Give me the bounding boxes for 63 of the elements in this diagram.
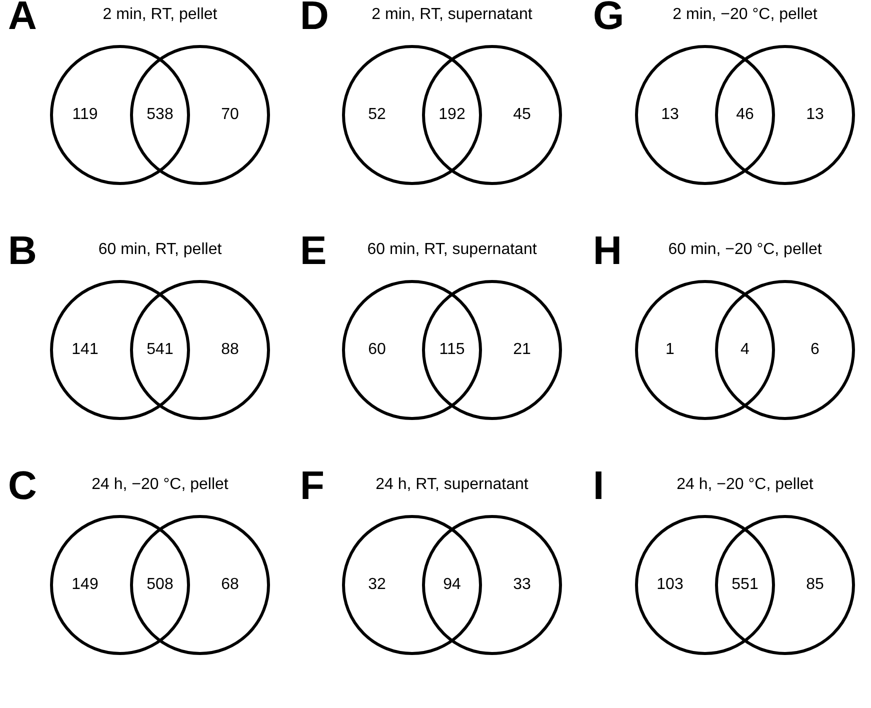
panel-letter: H	[593, 231, 622, 271]
venn-circle	[342, 515, 482, 655]
venn-circle	[50, 45, 190, 185]
overlap-count: 508	[146, 576, 174, 594]
count-value: 32	[368, 576, 386, 594]
count-value: 68	[221, 576, 239, 594]
panel-title: 2 min, RT, pellet	[102, 6, 218, 24]
panel-title: 24 h, RT, supernatant	[376, 476, 528, 494]
venn-circle	[342, 45, 482, 185]
count-value: 85	[806, 576, 824, 594]
panel-letter: E	[300, 231, 327, 271]
count-value: 141	[72, 341, 98, 359]
count-value: 33	[513, 576, 531, 594]
overlap-count: 192	[438, 106, 466, 124]
overlap-count: 4	[740, 341, 750, 359]
panel-letter: B	[8, 231, 37, 271]
overlap-count: 94	[443, 576, 461, 594]
overlap-count: 46	[736, 106, 754, 124]
panel-letter: G	[593, 0, 624, 36]
venn-circle	[130, 45, 270, 185]
count-value: 13	[806, 106, 824, 124]
panel-letter: I	[593, 466, 604, 506]
panel-title: 24 h, −20 °C, pellet	[676, 476, 814, 494]
venn-circle	[635, 45, 775, 185]
venn-circle	[422, 45, 562, 185]
venn-circle	[342, 280, 482, 420]
count-value: 1	[666, 341, 674, 359]
count-value: 88	[221, 341, 239, 359]
venn-circle	[635, 280, 775, 420]
count-value: 149	[72, 576, 98, 594]
venn-circle	[635, 515, 775, 655]
count-value: 60	[368, 341, 386, 359]
venn-circle	[50, 515, 190, 655]
overlap-count: 538	[146, 106, 174, 124]
panel-title: 60 min, −20 °C, pellet	[668, 241, 822, 259]
count-value: 70	[221, 106, 239, 124]
count-value: 119	[72, 106, 98, 124]
overlap-count: 541	[146, 341, 174, 359]
count-value: 103	[656, 576, 684, 594]
venn-circle	[715, 45, 855, 185]
panel-letter: D	[300, 0, 329, 36]
panel-title: 2 min, RT, supernatant	[372, 6, 532, 24]
panel-title: 60 min, RT, supernatant	[367, 241, 537, 259]
count-value: 45	[513, 106, 531, 124]
venn-circle	[715, 280, 855, 420]
count-value: 6	[810, 341, 820, 359]
panel-letter: F	[300, 466, 324, 506]
count-value: 13	[661, 106, 679, 124]
venn-circle	[50, 280, 190, 420]
venn-circle	[715, 515, 855, 655]
panel-letter: C	[8, 466, 37, 506]
overlap-count: 551	[732, 576, 758, 594]
panel-title: 2 min, −20 °C, pellet	[672, 6, 818, 24]
venn-circle	[422, 280, 562, 420]
overlap-count: 115	[439, 341, 465, 359]
panel-letter: A	[8, 0, 37, 36]
count-value: 21	[513, 341, 531, 359]
panel-title: 60 min, RT, pellet	[98, 241, 222, 259]
venn-circle	[422, 515, 562, 655]
venn-circle	[130, 515, 270, 655]
panel-title: 24 h, −20 °C, pellet	[92, 476, 228, 494]
count-value: 52	[368, 106, 386, 124]
venn-circle	[130, 280, 270, 420]
